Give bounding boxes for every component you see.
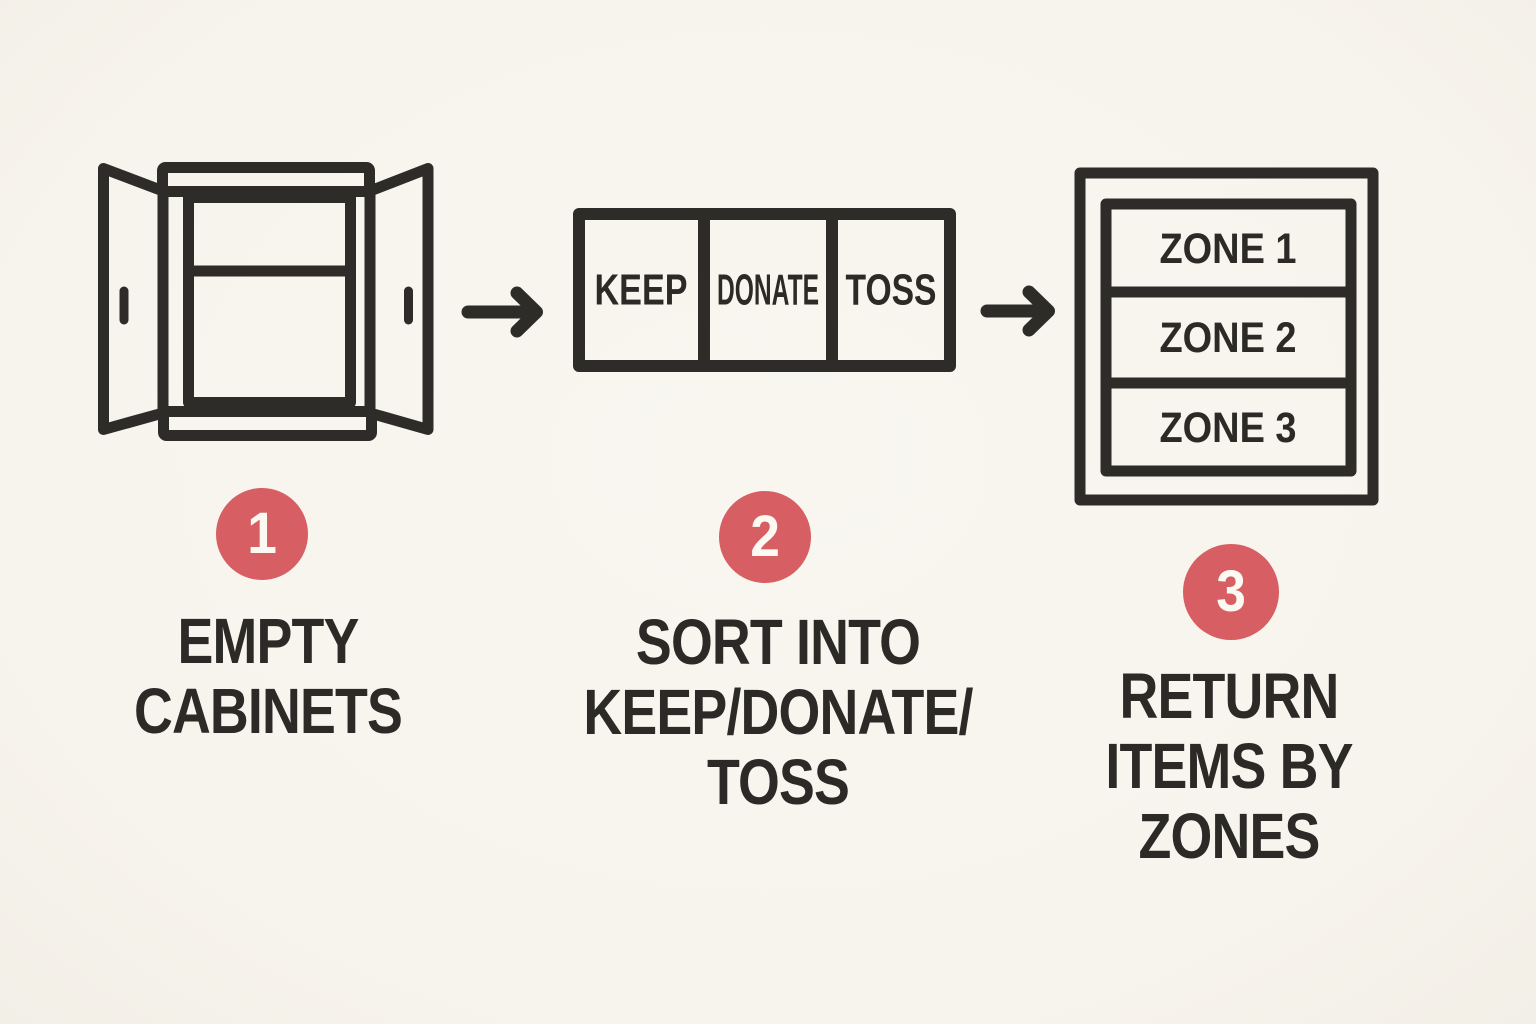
step-title-line: SORT INTO [635,606,921,678]
open-cabinet-icon [98,162,434,441]
step-title-line: CABINETS [133,675,403,747]
zone-label: ZONE 2 [1160,314,1297,362]
step-title: SORT INTO KEEP/DONATE/ TOSS [543,607,1013,817]
zone-label: ZONE 3 [1160,404,1297,452]
bin-label: DONATE [717,266,819,315]
cabinet-left-door [98,163,169,435]
step-number: 3 [1216,559,1246,624]
step-title-line: RETURN [1119,660,1340,732]
step-title: RETURN ITEMS BY ZONES [994,661,1464,871]
step-title: EMPTY CABINETS [33,606,503,746]
shelf-inner-frame [1100,198,1357,477]
cabinet-right-door [364,163,434,435]
zone-label: ZONE 1 [1160,225,1297,273]
bins-outline [573,208,956,372]
bin-label: TOSS [846,266,937,315]
step-number: 1 [247,501,277,566]
step-title-line: TOSS [706,746,850,818]
cabinet-top-panel [157,162,375,197]
cabinet-base-panel [158,406,377,441]
sorting-bins-icon: KEEP DONATE TOSS [573,208,956,372]
cabinet-interior [183,192,356,408]
step-number-badge: 1 [216,488,308,580]
shelf-outer-frame [1074,167,1379,506]
arrow-right-icon [980,285,1055,337]
step-number-badge: 2 [719,491,811,583]
zoned-shelf-icon: ZONE 1 ZONE 2 ZONE 3 [1074,167,1379,506]
step-title-line: ZONES [1138,800,1321,872]
step-number: 2 [750,504,780,569]
step-number-badge: 3 [1183,544,1279,640]
bin-label: KEEP [595,266,688,315]
arrow-right-icon [461,286,543,338]
step-title-line: EMPTY [177,605,360,677]
step-title-line: KEEP/DONATE/ [583,676,973,748]
step-title-line: ITEMS BY [1105,730,1353,802]
